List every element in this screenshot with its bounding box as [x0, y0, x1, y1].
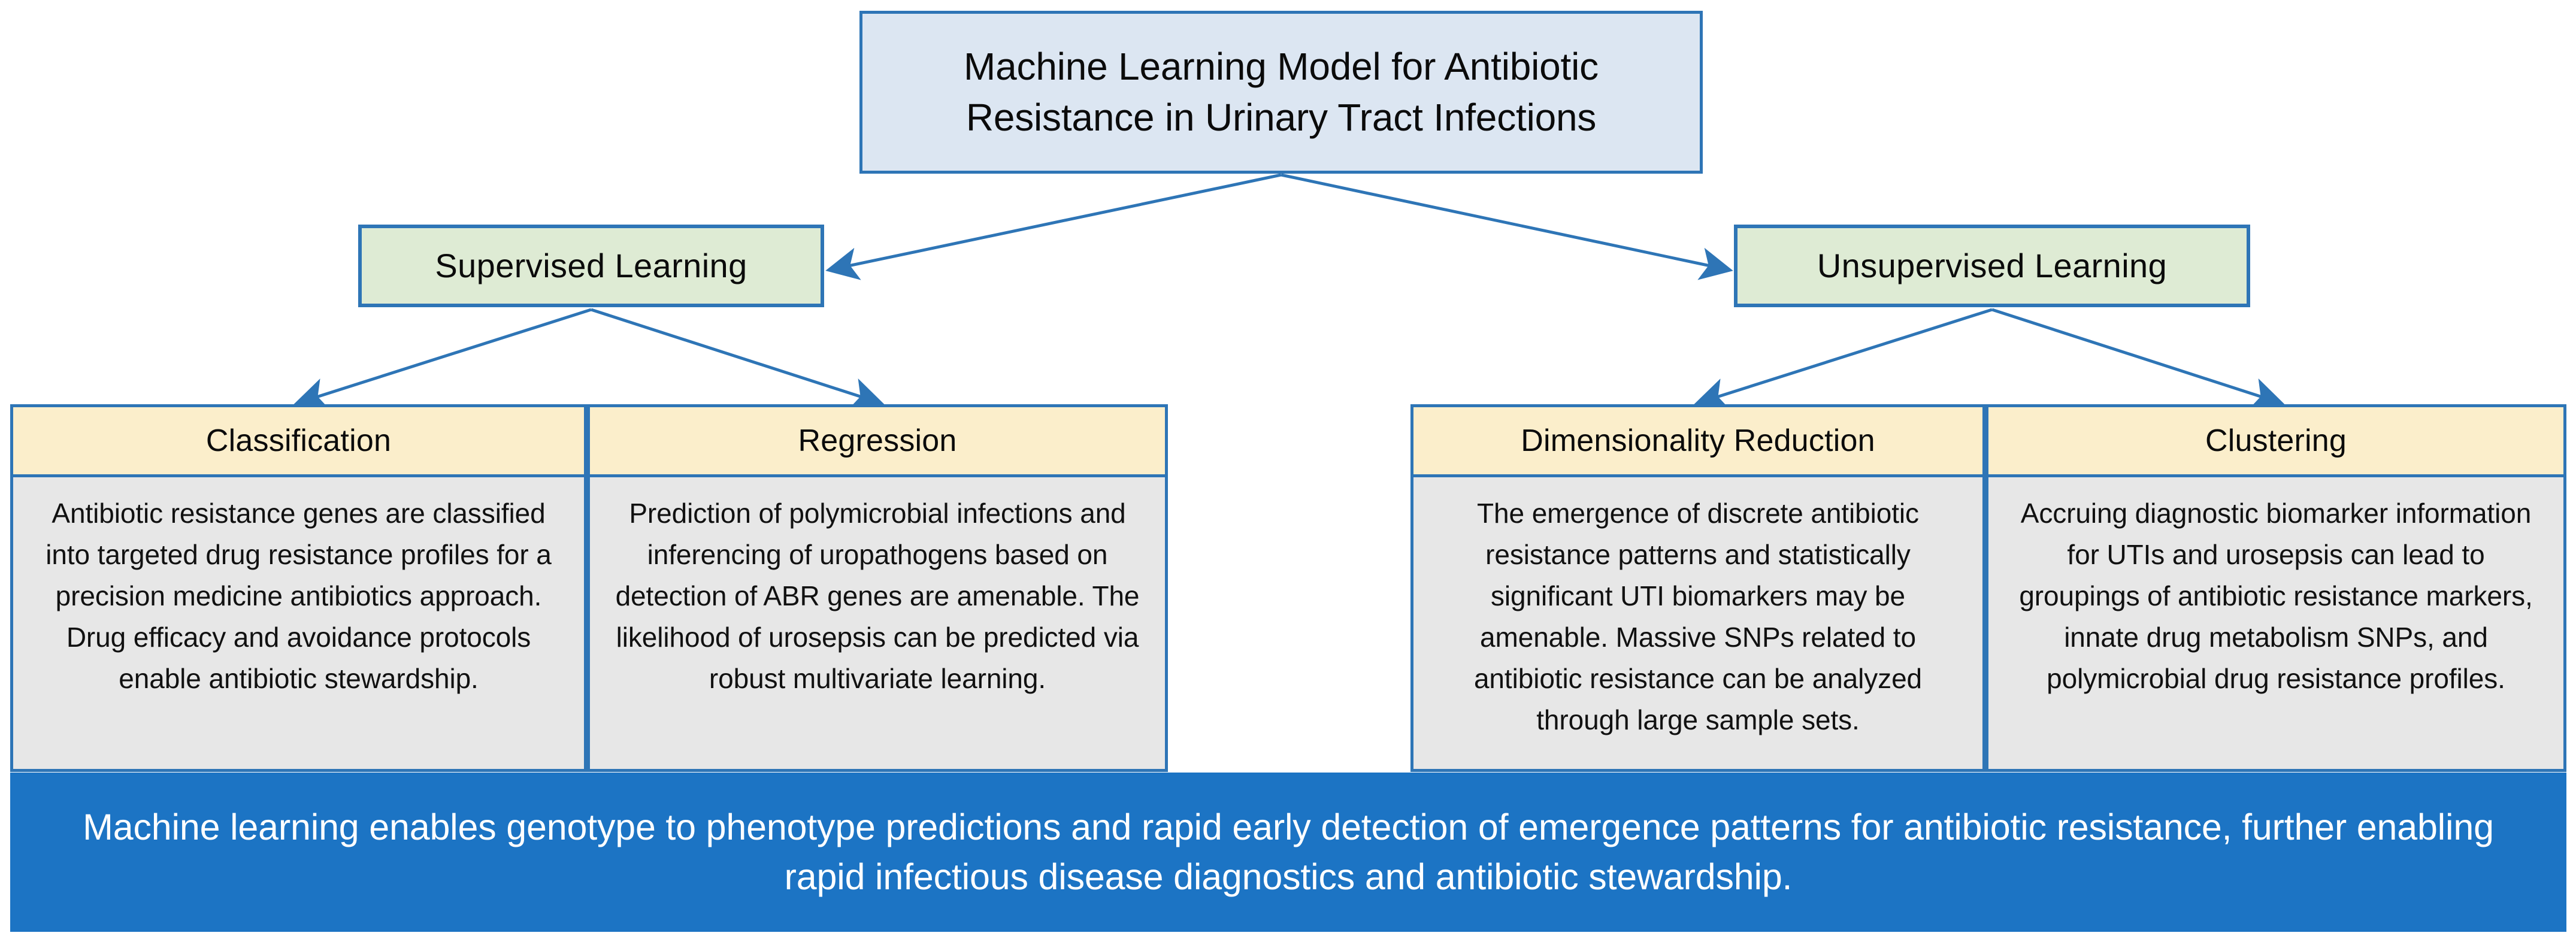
root-node-label: Machine Learning Model for Antibiotic Re…	[964, 44, 1599, 139]
leaf-card-dimensionality-reduction-body: The emergence of discrete antibiotic res…	[1413, 477, 1982, 769]
leaf-card-classification-title: Classification	[13, 407, 584, 477]
leaf-card-clustering-body: Accruing diagnostic biomarker informatio…	[1988, 477, 2563, 769]
leaf-card-clustering-title: Clustering	[1988, 407, 2563, 477]
root-node-title: Machine Learning Model for Antibiotic Re…	[859, 11, 1703, 174]
leaf-card-dimensionality-reduction: Dimensionality Reduction The emergence o…	[1410, 404, 1985, 772]
leaf-card-regression: Regression Prediction of polymicrobial i…	[587, 404, 1168, 772]
branch-node-unsupervised-learning: Unsupervised Learning	[1734, 225, 2250, 307]
leaf-card-clustering: Clustering Accruing diagnostic biomarker…	[1985, 404, 2566, 772]
leaf-card-regression-body: Prediction of polymicrobial infections a…	[590, 477, 1165, 769]
leaf-card-dimensionality-reduction-title: Dimensionality Reduction	[1413, 407, 1982, 477]
branch-label-unsupervised: Unsupervised Learning	[1817, 247, 2168, 285]
summary-banner: Machine learning enables genotype to phe…	[10, 773, 2566, 932]
branch-label-supervised: Supervised Learning	[435, 247, 747, 285]
edge-unsupervised-to-clustering	[1991, 308, 2285, 410]
edge-supervised-to-regression	[591, 308, 885, 410]
leaf-card-classification: Classification Antibiotic resistance gen…	[10, 404, 587, 772]
edge-root-to-supervised	[825, 173, 1282, 280]
edge-supervised-to-classification	[293, 308, 592, 410]
leaf-card-classification-body: Antibiotic resistance genes are classifi…	[13, 477, 584, 769]
summary-banner-text: Machine learning enables genotype to phe…	[83, 807, 2494, 897]
edge-unsupervised-to-dimred	[1694, 308, 1993, 410]
branch-node-supervised-learning: Supervised Learning	[358, 225, 824, 307]
leaf-card-regression-title: Regression	[590, 407, 1165, 477]
edge-root-to-unsupervised	[1281, 173, 1733, 280]
